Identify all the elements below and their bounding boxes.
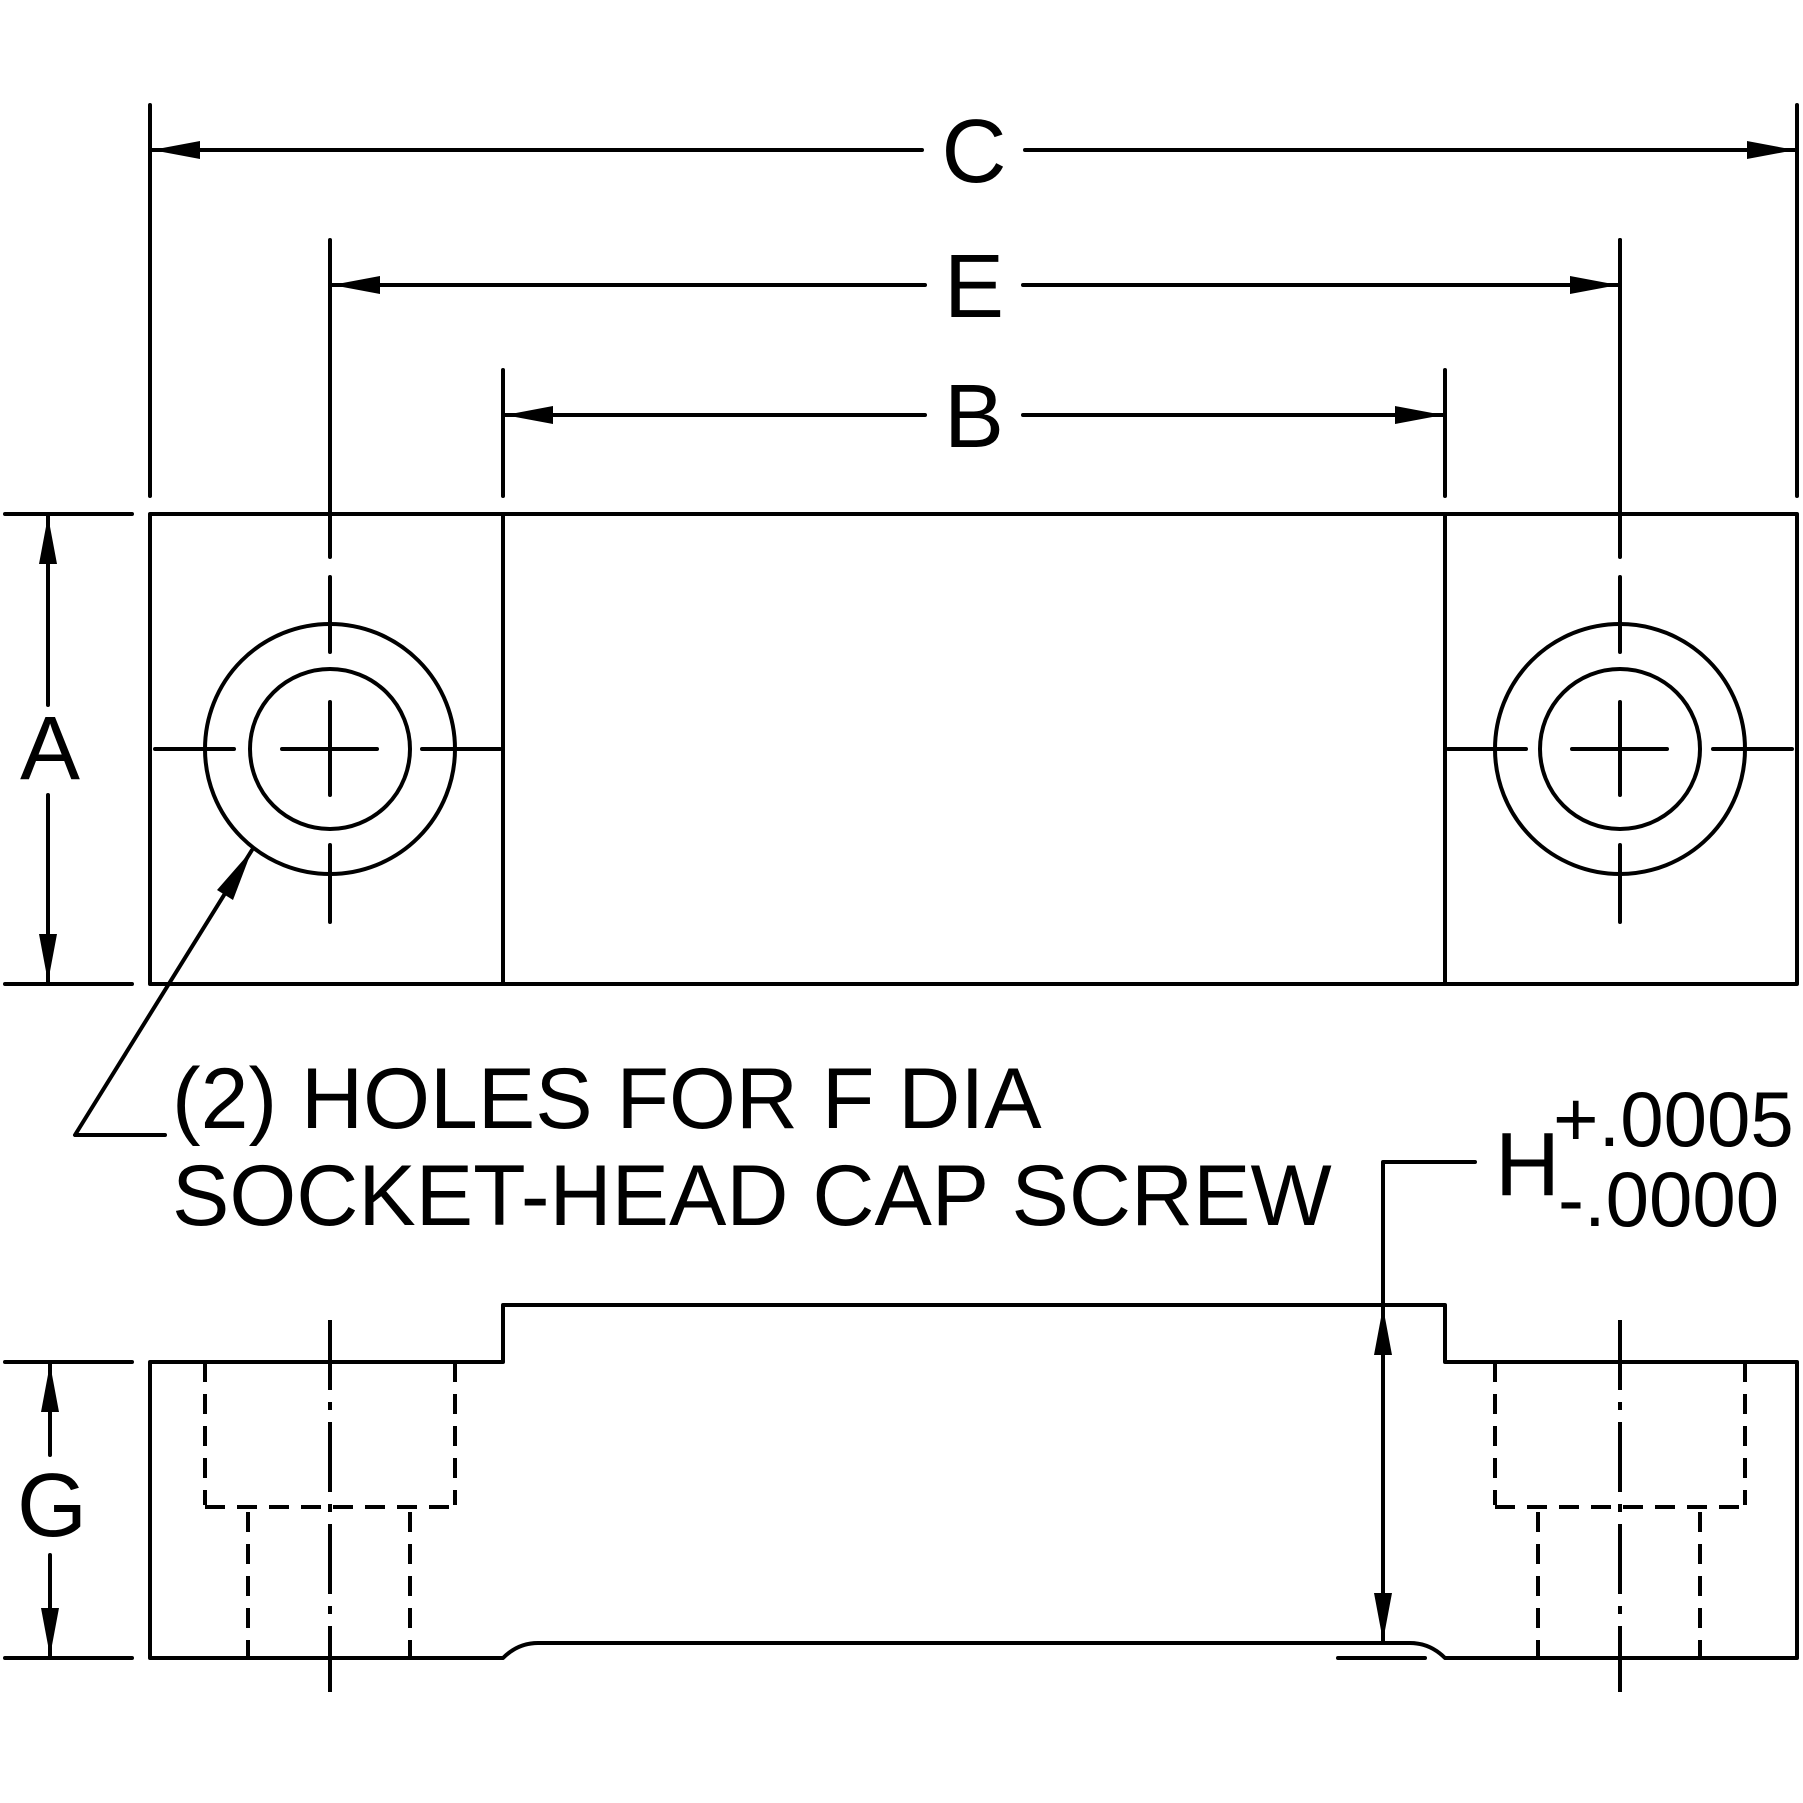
dim-label-b: B (944, 367, 1004, 467)
note-line-2: SOCKET-HEAD CAP SCREW (172, 1148, 1332, 1244)
dim-label-a: A (20, 699, 80, 799)
arrowhead (1374, 1593, 1392, 1641)
left-hole (153, 238, 502, 924)
top-view (148, 238, 1799, 986)
dimension-c: C (148, 102, 1799, 498)
right-counterbore-hidden (1493, 1320, 1747, 1692)
arrowhead (41, 1608, 59, 1656)
arrowhead (39, 934, 57, 982)
side-view-outline (148, 1303, 1799, 1660)
right-hole-circle (1538, 667, 1702, 831)
hole-note: (2) HOLES FOR F DIA SOCKET-HEAD CAP SCRE… (73, 848, 1332, 1244)
dimension-g: G (3, 1360, 134, 1660)
arrowhead (1570, 276, 1618, 294)
dimension-b: B (501, 367, 1447, 498)
dim-label-g: G (17, 1456, 87, 1556)
arrowhead (39, 516, 57, 564)
tolerance-plus: +.0005 (1553, 1075, 1794, 1163)
dim-label-e: E (944, 237, 1004, 337)
top-view-outline (148, 512, 1799, 986)
dimension-h: H +.0005 -.0000 (1336, 1075, 1794, 1660)
arrowhead (1395, 406, 1443, 424)
arrowhead (152, 141, 200, 159)
side-view (148, 1303, 1799, 1692)
arrowhead (41, 1364, 59, 1412)
right-hole (1446, 238, 1794, 924)
arrowhead (217, 850, 252, 900)
arrowhead (1747, 141, 1795, 159)
left-counterbore-hidden (203, 1320, 457, 1692)
note-line-1: (2) HOLES FOR F DIA (172, 1051, 1042, 1147)
dim-line-h-leader (1381, 1160, 1477, 1309)
arrowhead (505, 406, 553, 424)
left-hole-circle (248, 667, 412, 831)
dim-label-c: C (942, 102, 1007, 202)
dimension-e: E (330, 237, 1622, 337)
tolerance-minus: -.0000 (1558, 1155, 1779, 1243)
arrowhead (1374, 1307, 1392, 1355)
dimension-a: A (3, 512, 134, 986)
arrowhead (332, 276, 380, 294)
dim-label-h: H (1495, 1115, 1560, 1215)
leader-line (73, 848, 254, 1137)
